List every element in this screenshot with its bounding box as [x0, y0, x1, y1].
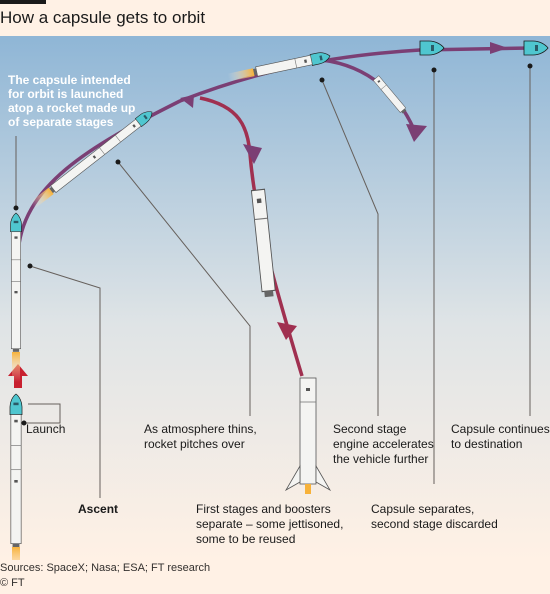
label-line: second stage discarded	[371, 517, 498, 531]
label-line: for orbit is launched	[8, 87, 123, 101]
label-line: Ascent	[78, 502, 118, 516]
sources-note: Sources: SpaceX; Nasa; ESA; FT research	[0, 562, 211, 574]
label-line: The capsule intended	[8, 73, 131, 87]
arrowhead-orbit	[490, 42, 508, 54]
label-line: Capsule separates,	[371, 502, 474, 516]
arrowhead-booster-1	[243, 144, 262, 164]
leader-lines	[15, 66, 531, 498]
label-line: atop a rocket made up	[8, 101, 135, 115]
label-line: Capsule continues	[451, 422, 550, 436]
label-capsule-separates: Capsule separates,second stage discarded	[371, 502, 498, 531]
arrowhead-second-stage	[406, 124, 427, 142]
label-line: engine accelerates	[333, 437, 434, 451]
label-line: separate – some jettisoned,	[196, 517, 343, 531]
leader-launch	[24, 403, 61, 424]
label-line: First stages and boosters	[196, 502, 331, 516]
rocket-second-stage-burn	[227, 50, 332, 82]
label-line: Second stage	[333, 422, 407, 436]
rocket-pitching	[29, 108, 155, 209]
booster-return-path	[199, 96, 304, 377]
label-line: some to be reused	[196, 532, 295, 546]
label-line: to destination	[451, 437, 522, 451]
label-pitch: As atmosphere thins,rocket pitches over	[144, 422, 257, 451]
label-ascent: Ascent	[78, 502, 118, 516]
copyright-note: © FT	[0, 577, 25, 589]
label-line: the vehicle further	[333, 452, 428, 466]
rocket-ascent	[11, 213, 22, 382]
leader-pitch	[117, 161, 251, 416]
arrowhead-booster-2	[277, 322, 297, 340]
arrowhead-pitch	[180, 95, 194, 108]
leader-ascent	[29, 265, 101, 498]
label-line: As atmosphere thins,	[144, 422, 257, 436]
label-launch: Launch	[26, 422, 65, 436]
label-line: rocket pitches over	[144, 437, 245, 451]
page-title: How a capsule gets to orbit	[0, 8, 206, 27]
label-line: of separate stages	[8, 115, 114, 129]
header-rule	[0, 0, 46, 4]
sky-background	[0, 36, 550, 560]
rocket-on-pad	[10, 394, 22, 560]
leader-second-stage	[321, 79, 379, 416]
leader-dots	[13, 63, 533, 426]
booster-landed	[284, 377, 332, 494]
label-line: Launch	[26, 422, 65, 436]
